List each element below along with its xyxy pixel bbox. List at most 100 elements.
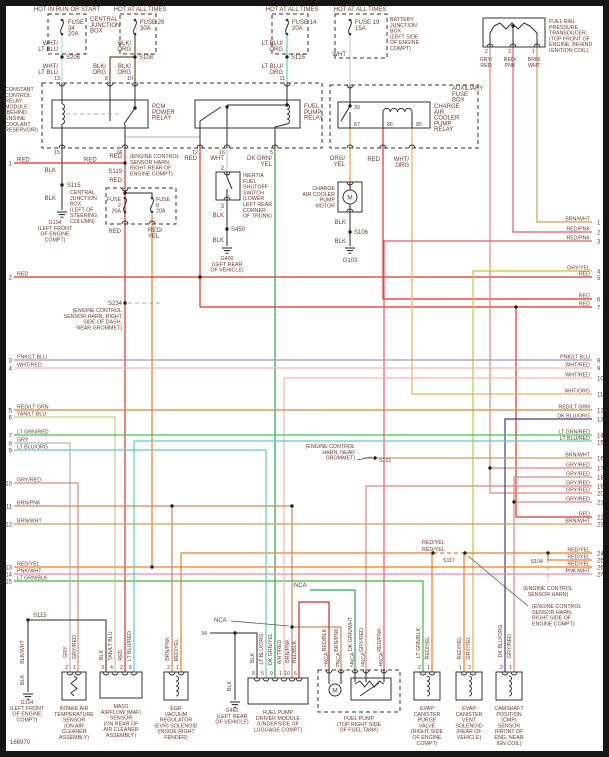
- junction-box: [329, 84, 479, 149]
- wire-brnpnk: [292, 626, 342, 670]
- wire-blk: [529, 25, 538, 47]
- splice-dot: [133, 106, 137, 110]
- diagram-id: 166970: [10, 740, 31, 746]
- wire-color-label: RED/YEL: [17, 562, 40, 568]
- line-number: 18: [597, 476, 604, 482]
- wire-color-label: DK BLU/ORG: [498, 625, 504, 658]
- nca-note: NCA: [214, 618, 227, 624]
- motor-icon: [342, 189, 358, 205]
- connector-pin: [295, 677, 303, 682]
- connector-pin: [253, 677, 261, 682]
- wire-color-label: DK GRN/YEL: [268, 633, 274, 665]
- wire-blkorg: [109, 56, 135, 83]
- line-number: 5: [597, 276, 601, 282]
- wire-color-label: BRN/WHT: [565, 519, 590, 525]
- splice-label: S106: [354, 230, 369, 236]
- pin-number: 6: [129, 665, 132, 671]
- wire-color-label: BLK/WHT: [20, 639, 26, 663]
- wire-lead: [230, 620, 290, 627]
- component-box: [163, 671, 189, 701]
- wire-color-label: BLK/ORG: [117, 64, 131, 76]
- nca-note: NCA: [324, 652, 330, 664]
- wire-color-label: RED: [367, 157, 380, 163]
- pin-number: 2: [221, 166, 225, 172]
- wire-color-label: GRY/RED: [566, 488, 590, 494]
- splice-dot: [463, 551, 467, 555]
- pin-number: 10: [127, 76, 133, 82]
- pin-number: 1: [532, 49, 535, 55]
- wire-color-label: RED: [109, 154, 122, 160]
- splice-dot: [488, 466, 492, 470]
- wire-color-label: RED/YEL: [457, 637, 463, 660]
- wire-color-label: ORG/YEL: [330, 156, 346, 168]
- coil-icon: [426, 675, 430, 697]
- pin-number: 11: [280, 76, 286, 82]
- connector-pin: [223, 144, 231, 149]
- resistor-icon: [493, 22, 531, 30]
- splice-dot: [373, 456, 377, 460]
- wire-whtred: [283, 377, 592, 678]
- splice-label: S115: [67, 183, 81, 189]
- ground-label: G103: [343, 258, 358, 264]
- line-number: 9: [9, 449, 13, 455]
- pin-number: 1: [279, 671, 282, 677]
- line-number: 5: [9, 409, 13, 415]
- wire-color-label: RED/YEL: [567, 548, 590, 554]
- wire-color-label: LT GRN/RED: [558, 430, 590, 436]
- line-number: 11: [597, 393, 604, 399]
- wire-color-label: BLK: [45, 196, 56, 202]
- wire-color-label: LT GRN/BLK: [17, 576, 48, 582]
- fuse-icon: [123, 196, 127, 200]
- line-number: 26: [597, 566, 604, 572]
- connector-pin: [148, 220, 156, 225]
- pin-number: 87: [354, 122, 360, 128]
- wire-color-label: GRY/RED: [566, 497, 590, 503]
- wire-color-label: LT BLU/ORG: [262, 41, 284, 53]
- connector-pin: [428, 671, 436, 676]
- wire-color-label: RED/LT GRN: [558, 405, 590, 411]
- pin-number: 8: [105, 76, 108, 82]
- splice-dot: [60, 55, 64, 59]
- wire-color-label: WHT: [332, 52, 346, 58]
- component-box: [51, 99, 149, 129]
- pin-number: 16: [219, 150, 225, 156]
- motor-icon: [328, 683, 342, 697]
- wire-color-label: RED: [184, 156, 197, 162]
- wire-color-label: WHT/LT BLU: [38, 41, 58, 53]
- component-box: [194, 99, 301, 129]
- nca-note: NCA: [294, 583, 307, 589]
- splice-dot: [512, 500, 516, 504]
- connector-pin: [102, 671, 110, 676]
- wire-color-label: GRY/RED: [72, 635, 78, 659]
- connector-pin: [121, 671, 129, 676]
- splice-dot: [431, 551, 435, 555]
- connector-pin: [131, 82, 139, 87]
- component-box: [99, 671, 143, 699]
- splice-dot: [514, 305, 518, 309]
- splice-dot: [170, 504, 174, 508]
- wire-color-label: RED: [108, 229, 121, 235]
- connector-pin: [346, 181, 354, 186]
- fuse-icon: [150, 196, 154, 200]
- connector-pin: [280, 677, 288, 682]
- junction-box: [271, 13, 309, 55]
- hot-label: HOT AT ALL TIMES: [114, 7, 167, 13]
- pin-number: 13: [54, 76, 60, 82]
- fuse-icon: [133, 32, 137, 36]
- line-number: 2: [9, 276, 13, 282]
- line-number: 19: [597, 485, 604, 491]
- line-number: 1: [9, 162, 13, 168]
- pin-number: 8: [252, 671, 255, 677]
- wire-gryred: [513, 476, 592, 672]
- wire-color-label: DK GRN/YEL: [247, 156, 273, 168]
- wire-color-label: BRN/WHT: [528, 57, 541, 69]
- component-box: [337, 101, 431, 129]
- wire-color-label: GRY/RED: [480, 57, 493, 69]
- connector-pin: [408, 144, 416, 149]
